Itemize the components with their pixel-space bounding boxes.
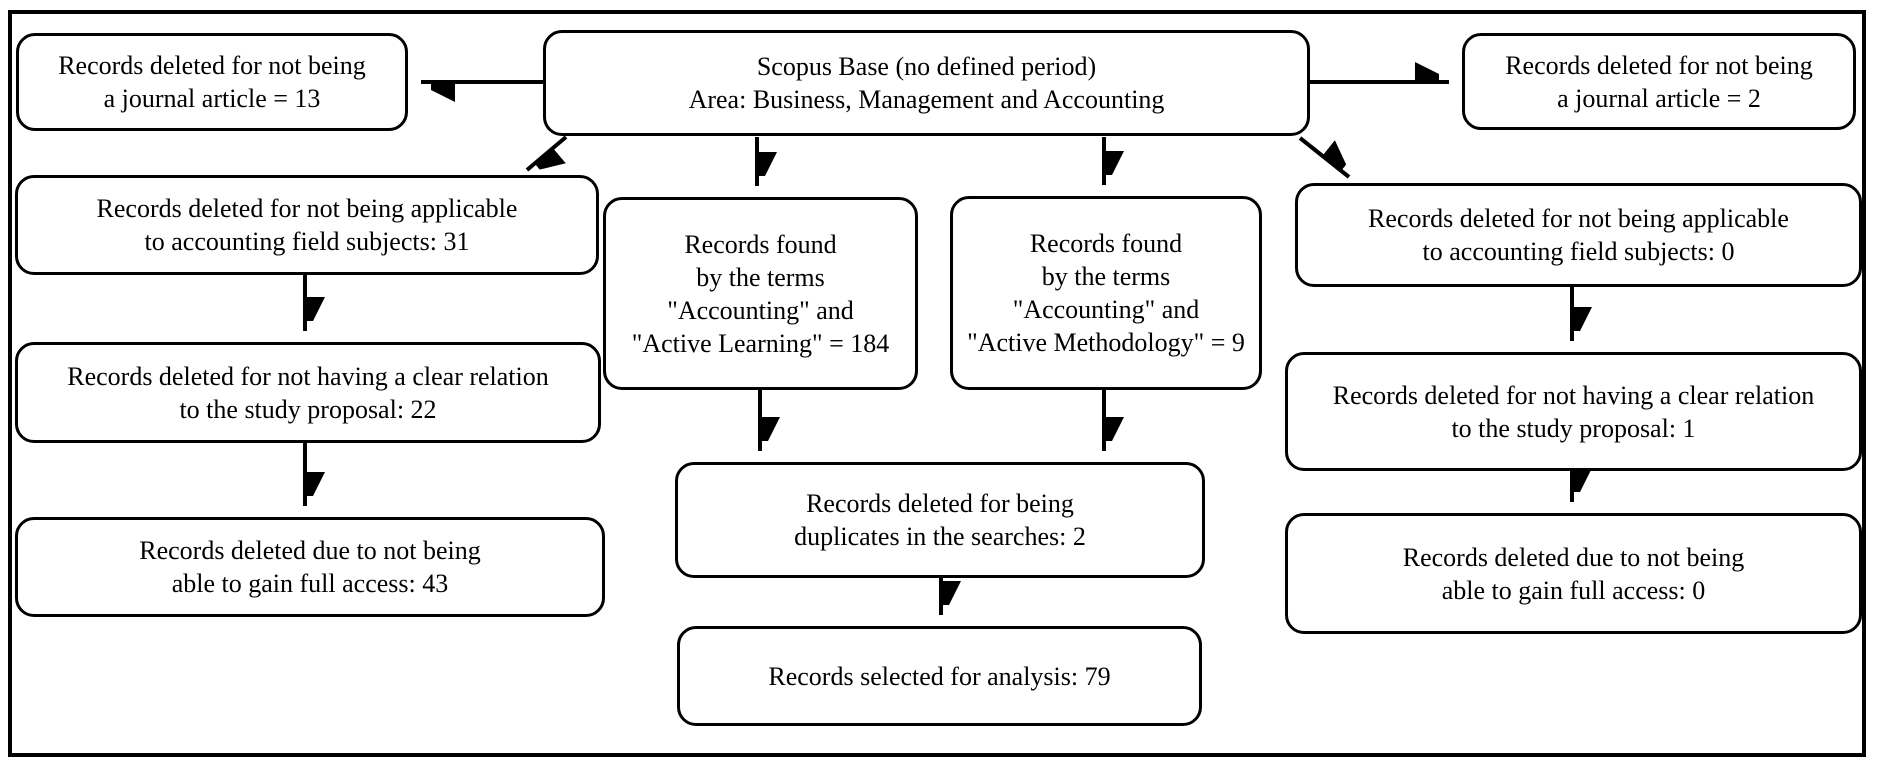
node-duplicates-deleted: Records deleted for being duplicates in … [675,462,1205,578]
node-right-not-applicable: Records deleted for not being applicable… [1295,183,1862,287]
node-text-line: a journal article = 13 [103,84,321,113]
node-text-line: to accounting field subjects: 0 [1422,237,1735,266]
node-found-active-methodology: Records found by the terms "Accounting" … [950,196,1262,390]
node-text-line: by the terms [696,262,825,292]
node-text-line: "Active Learning" = 184 [631,328,890,358]
node-text-line: to accounting field subjects: 31 [144,227,470,256]
node-text-line: Records deleted for not having a clear r… [67,361,549,391]
node-text-line: able to gain full access: 43 [171,569,449,598]
figure-border [8,10,1866,757]
arrow-scopus-to-left2 [525,135,568,170]
node-text-line: Records deleted for being [806,489,1074,518]
node-text-line: duplicates in the searches: 2 [794,522,1086,551]
node-left-not-applicable: Records deleted for not being applicable… [15,175,599,275]
node-text-line: Records deleted for not being [58,51,366,80]
node-text-line: able to gain full access: 0 [1441,575,1706,605]
node-text-line: Records selected for analysis: 79 [768,661,1111,691]
node-text-line: Records found [684,229,837,259]
arrow-scopus-to-right2 [1298,136,1349,179]
node-text-line: by the terms [1041,262,1171,291]
node-found-active-learning: Records found by the terms "Accounting" … [603,197,918,390]
node-selected-for-analysis: Records selected for analysis: 79 [677,626,1202,726]
node-text-line: Records found [1029,229,1183,258]
node-text-line: Records deleted for not being [1505,50,1813,80]
node-text-line: Records deleted for not being applicable [1368,204,1789,233]
node-text-line: Scopus Base (no defined period) [756,52,1097,81]
node-text-line: "Accounting" and [667,295,854,325]
node-text-line: Area: Business, Management and Accountin… [688,85,1165,114]
node-text-line: to the study proposal: 1 [1451,413,1696,443]
node-left-no-full-access: Records deleted due to not being able to… [15,517,605,617]
node-left-no-clear-relation: Records deleted for not having a clear r… [15,342,601,443]
node-scopus-base: Scopus Base (no defined period) Area: Bu… [543,30,1310,136]
node-text-line: Records deleted for not having a clear r… [1332,380,1815,410]
node-text-line: Records deleted due to not being [1402,542,1745,572]
node-right-not-journal-article: Records deleted for not being a journal … [1462,33,1856,130]
node-left-not-journal-article: Records deleted for not being a journal … [16,33,408,131]
node-text-line: "Active Methodology" = 9 [967,328,1245,357]
node-right-no-full-access: Records deleted due to not being able to… [1285,513,1862,634]
node-right-no-clear-relation: Records deleted for not having a clear r… [1285,352,1862,471]
node-text-line: Records deleted for not being applicable [96,194,518,223]
node-text-line: Records deleted due to not being [139,536,481,565]
node-text-line: to the study proposal: 22 [179,394,437,424]
node-text-line: "Accounting" and [1012,295,1200,324]
node-text-line: a journal article = 2 [1557,83,1761,113]
